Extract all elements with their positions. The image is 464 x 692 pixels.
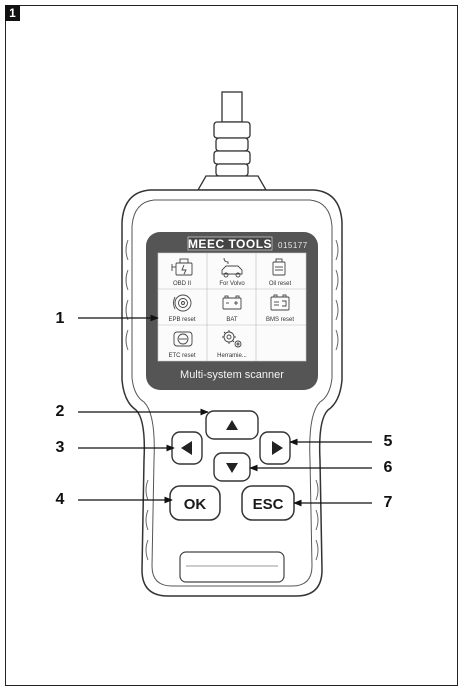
down-button[interactable]: [213, 452, 251, 482]
oil-can-icon: [272, 258, 286, 276]
left-button[interactable]: [171, 431, 203, 465]
down-arrow-icon: [226, 463, 238, 473]
right-button[interactable]: [259, 431, 291, 465]
ok-button-label: OK: [184, 496, 207, 513]
scanner-body-bezel: [131, 199, 333, 587]
esc-button[interactable]: ESC: [241, 485, 295, 521]
side-grips: [125, 239, 339, 561]
tile-label-obd: OBD II: [173, 281, 191, 287]
callout-number-5: 5: [383, 433, 393, 450]
esc-button-label: ESC: [253, 496, 284, 513]
left-arrow-icon: [181, 441, 192, 455]
brand-plate: [187, 236, 273, 251]
bms-icon: [270, 294, 290, 311]
car-icon: [221, 257, 243, 278]
ok-button[interactable]: OK: [169, 485, 221, 521]
callout-number-2: 2: [55, 403, 65, 420]
throttle-icon: [173, 331, 193, 347]
model-number: 015177: [278, 241, 308, 250]
cable: [196, 91, 268, 191]
figure-frame: [5, 5, 458, 686]
callout-number-6: 6: [383, 459, 393, 476]
tile-label-bat: BAT: [226, 317, 238, 323]
lcd-grid: [158, 253, 306, 361]
tile-label-tools: Herramie...: [217, 353, 247, 359]
up-button[interactable]: [205, 410, 259, 440]
tile-label-volvo: For Volvo: [219, 281, 245, 287]
device-caption: Multi-system scanner: [180, 369, 284, 381]
brand-logo: MEEC TOOLS: [188, 237, 272, 251]
callout-number-7: 7: [383, 494, 393, 511]
figure-number: 1: [5, 5, 20, 21]
up-arrow-icon: [226, 420, 238, 430]
battery-icon: [222, 295, 242, 310]
tile-label-etc: ETC reset: [168, 353, 195, 359]
callout-number-3: 3: [55, 439, 65, 456]
tile-label-epb: EPB reset: [168, 317, 195, 323]
tile-label-bms: BMS reset: [266, 317, 294, 323]
callout-number-1: 1: [55, 310, 65, 327]
bottom-slot: [179, 551, 285, 583]
brake-disc-icon: [173, 294, 192, 312]
lcd-screen: [157, 252, 307, 362]
right-arrow-icon: [272, 441, 283, 455]
engine-icon: [171, 258, 193, 276]
callout-number-4: 4: [55, 491, 65, 508]
tile-label-oil: Oil reset: [269, 281, 292, 287]
gears-icon: [222, 330, 242, 348]
